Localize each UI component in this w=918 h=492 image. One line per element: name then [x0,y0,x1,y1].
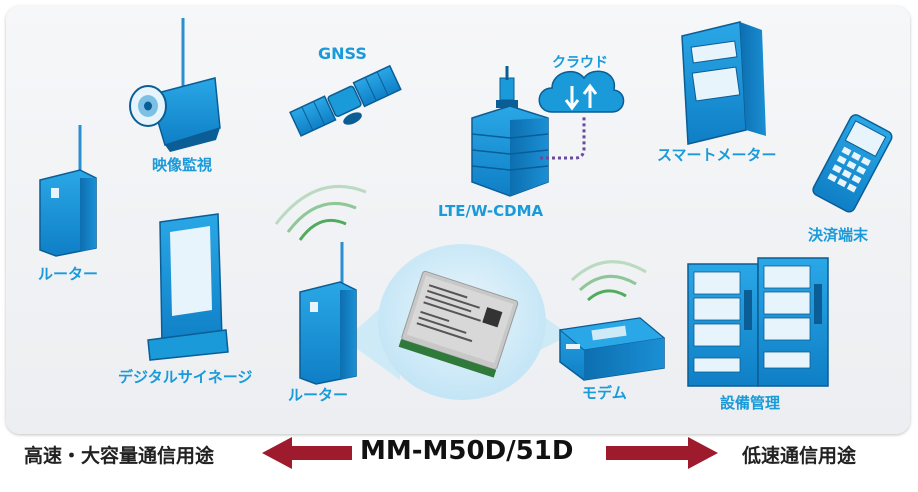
vending-machines-icon [687,257,829,387]
cloud-link-dotted-line [540,116,586,160]
label-modem: モデム [582,384,627,402]
smart-meter-icon [681,21,766,145]
modem-icon [558,317,666,381]
router-left-icon [39,125,97,257]
arrow-right-low-speed [606,437,718,469]
wifi-signal-center-icon [274,184,367,241]
digital-signage-icon [147,213,229,361]
label-lte: LTE/W-CDMA [438,202,544,220]
satellite-icon [289,64,402,137]
label-digital-signage: デジタルサイネージ [118,368,253,386]
label-facility-management: 設備管理 [720,394,781,412]
cloud-icon [538,70,625,113]
module-chip-image [398,270,519,378]
payment-terminal-icon [812,114,893,213]
wifi-signal-modem-icon [570,260,647,302]
base-station-icon [471,66,549,197]
arrow-left-high-speed [262,437,352,469]
label-router-center: ルーター [288,386,349,404]
video-camera-icon [129,18,221,152]
label-payment-terminal: 決済端末 [808,226,869,244]
label-smart-meter: スマートメーター [657,146,777,164]
label-router-left: ルーター [38,265,99,283]
label-gnss: GNSS [318,44,367,63]
router-center-icon [299,242,357,385]
label-cloud: クラウド [552,55,608,71]
label-high-speed-use: 高速・大容量通信用途 [24,445,215,467]
label-video-surveillance: 映像監視 [152,156,213,174]
label-product-name: MM-M50D/51D [360,436,574,466]
label-low-speed-use: 低速通信用途 [742,445,857,467]
